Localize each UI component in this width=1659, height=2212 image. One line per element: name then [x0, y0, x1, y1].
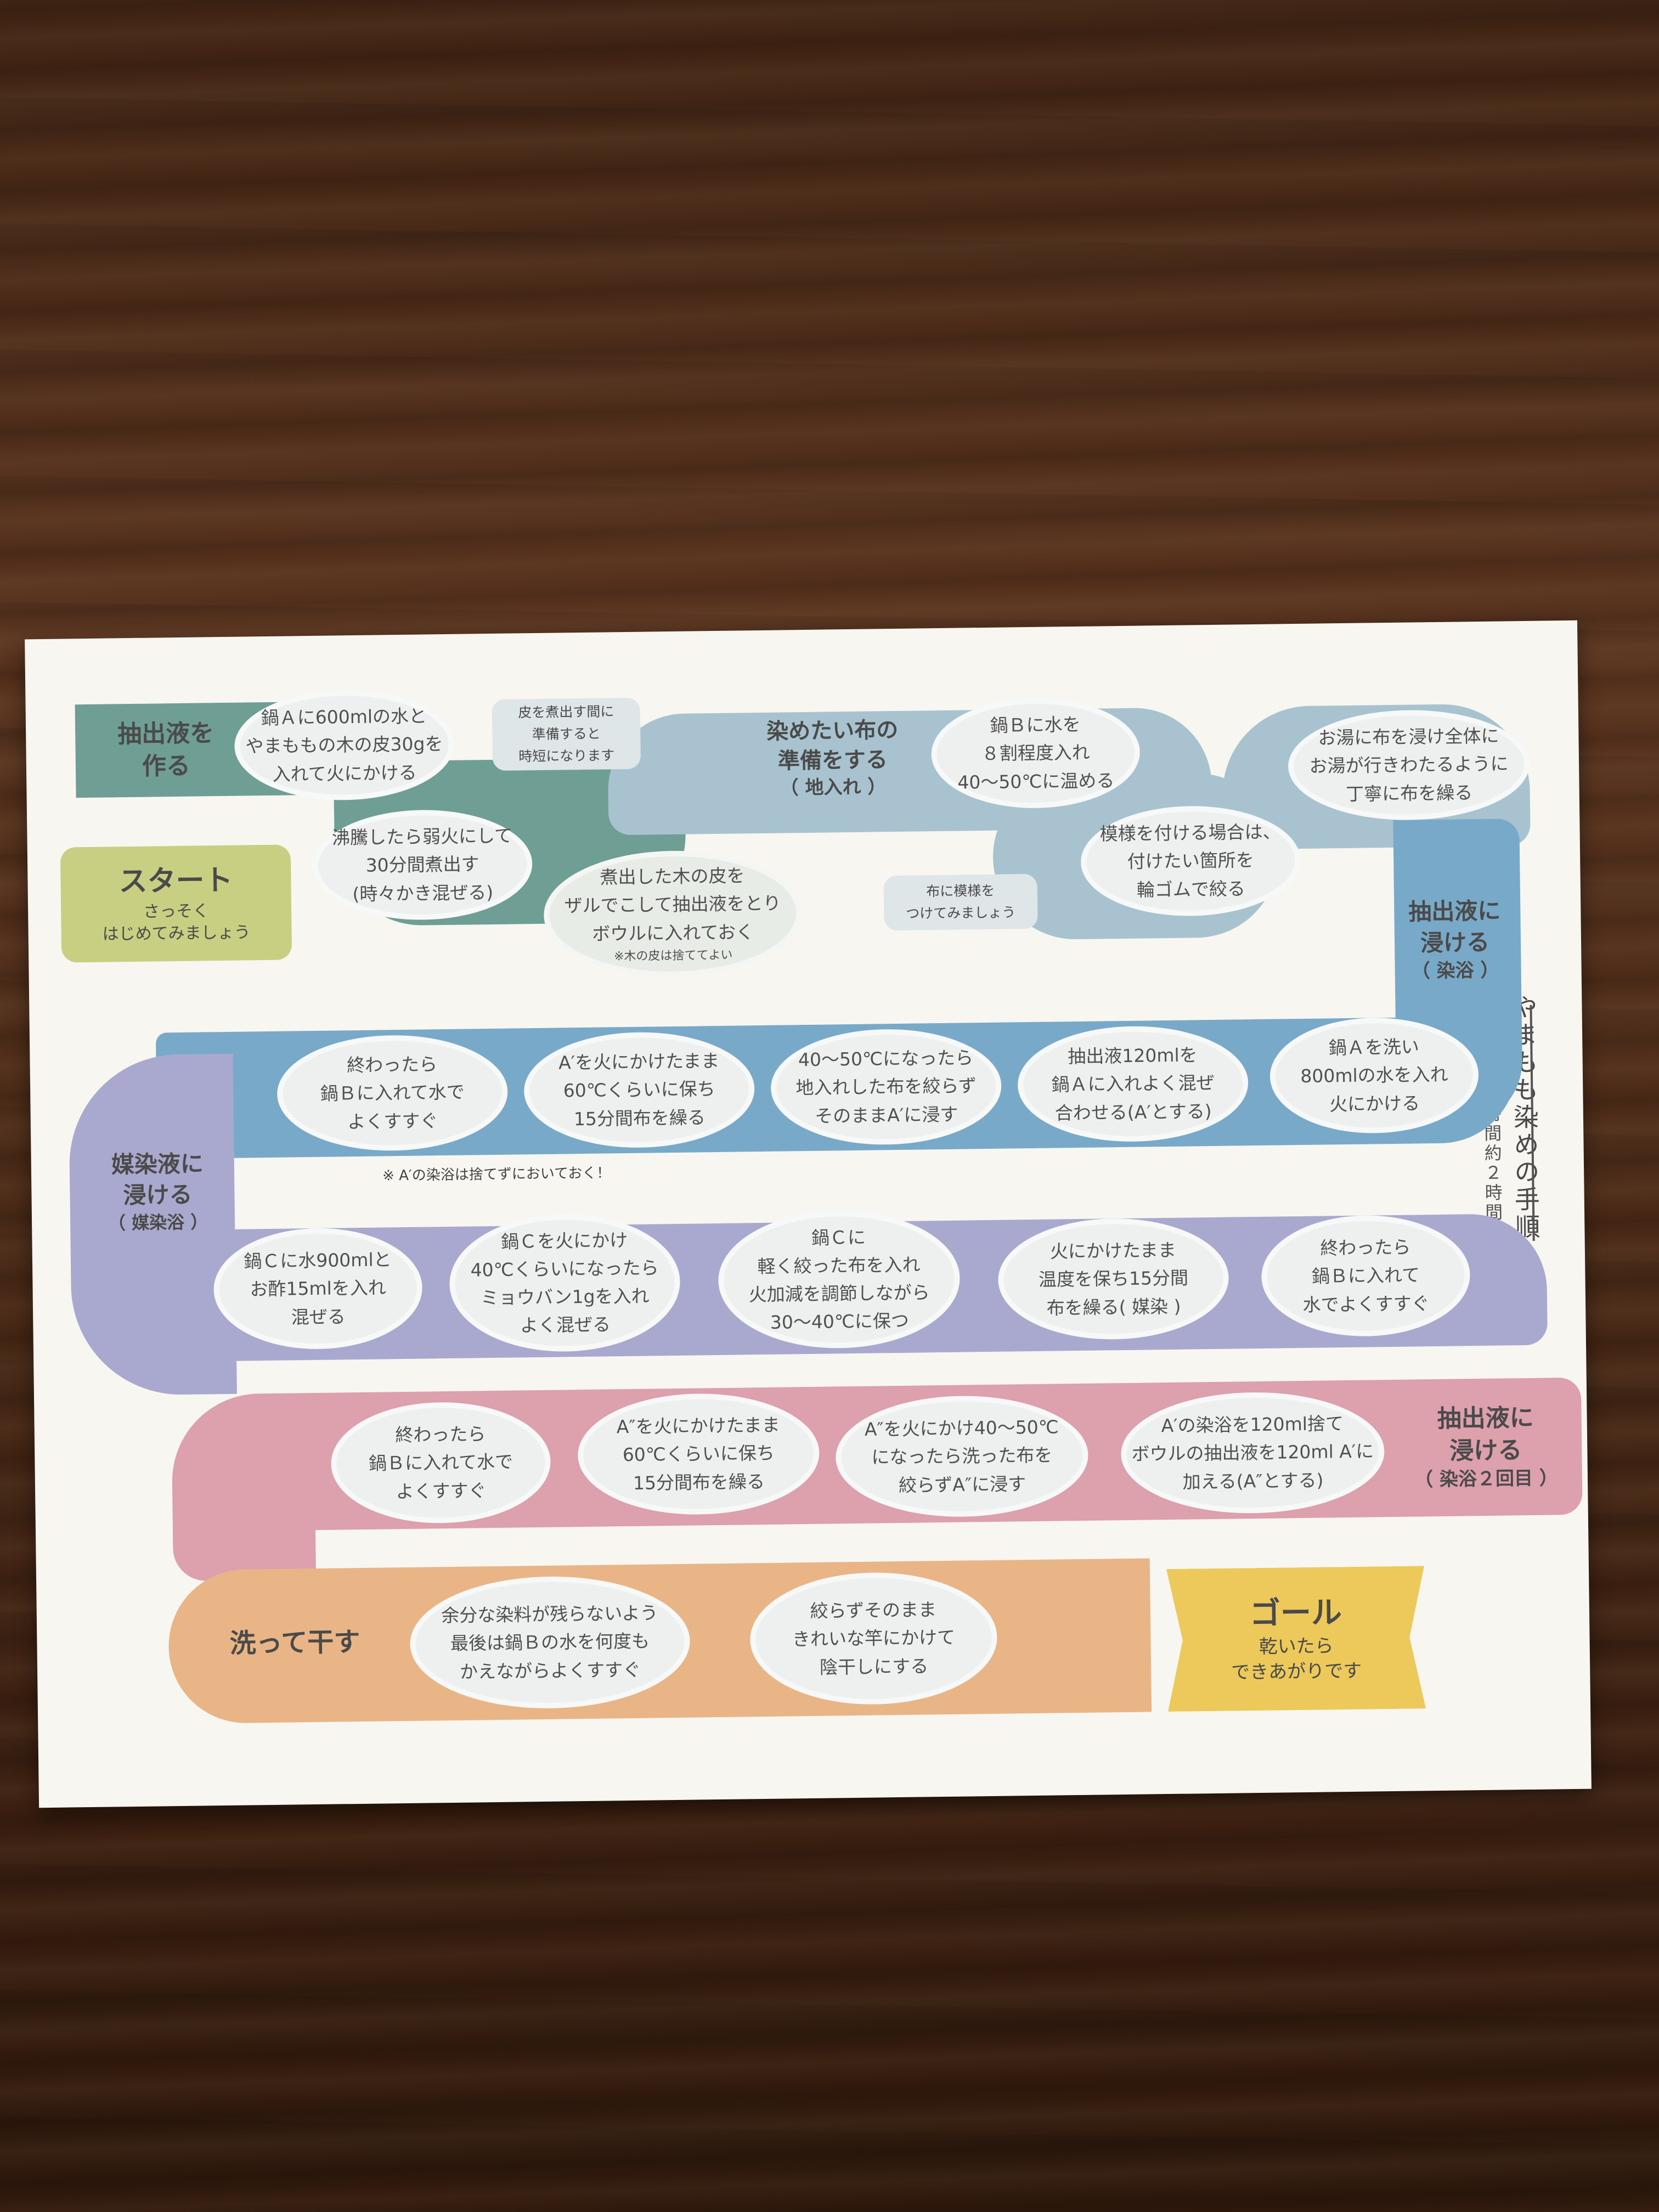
tip-bubble: 布に模様をつけてみましょう [883, 873, 1038, 931]
step-oval: 模様を付ける場合は、付けたい箇所を輪ゴムで絞る [1080, 804, 1301, 917]
tip-bubble: 皮を煮出す間に準備すると時短になります [492, 697, 641, 771]
stage-dye1-label: 抽出液に浸ける （ 染浴 ） [1408, 897, 1501, 983]
goal-box: ゴール 乾いたら できあがりです [1166, 1566, 1426, 1712]
stage-prep-label: 染めたい布の準備をする （ 地入れ ） [766, 717, 899, 799]
stage-mordant-label: 媒染液に浸ける （ 媒染浴 ） [108, 1150, 208, 1234]
stage-extract-label: 抽出液を作る [117, 719, 215, 781]
stage-wash-label: 洗って干す [229, 1626, 360, 1659]
start-box: スタート さっそく はじめてみましょう [60, 844, 292, 963]
stage-dye2-label: 抽出液に浸ける （ 染浴２回目 ） [1414, 1403, 1559, 1491]
keep-note: ※ A′の染浴は捨てずにおいておく！ [382, 1165, 611, 1184]
instruction-sheet: やまもも染めの手順 （合計所要時間約２時間） 抽出液を作る 染めたい布の準備をす… [25, 620, 1592, 1808]
